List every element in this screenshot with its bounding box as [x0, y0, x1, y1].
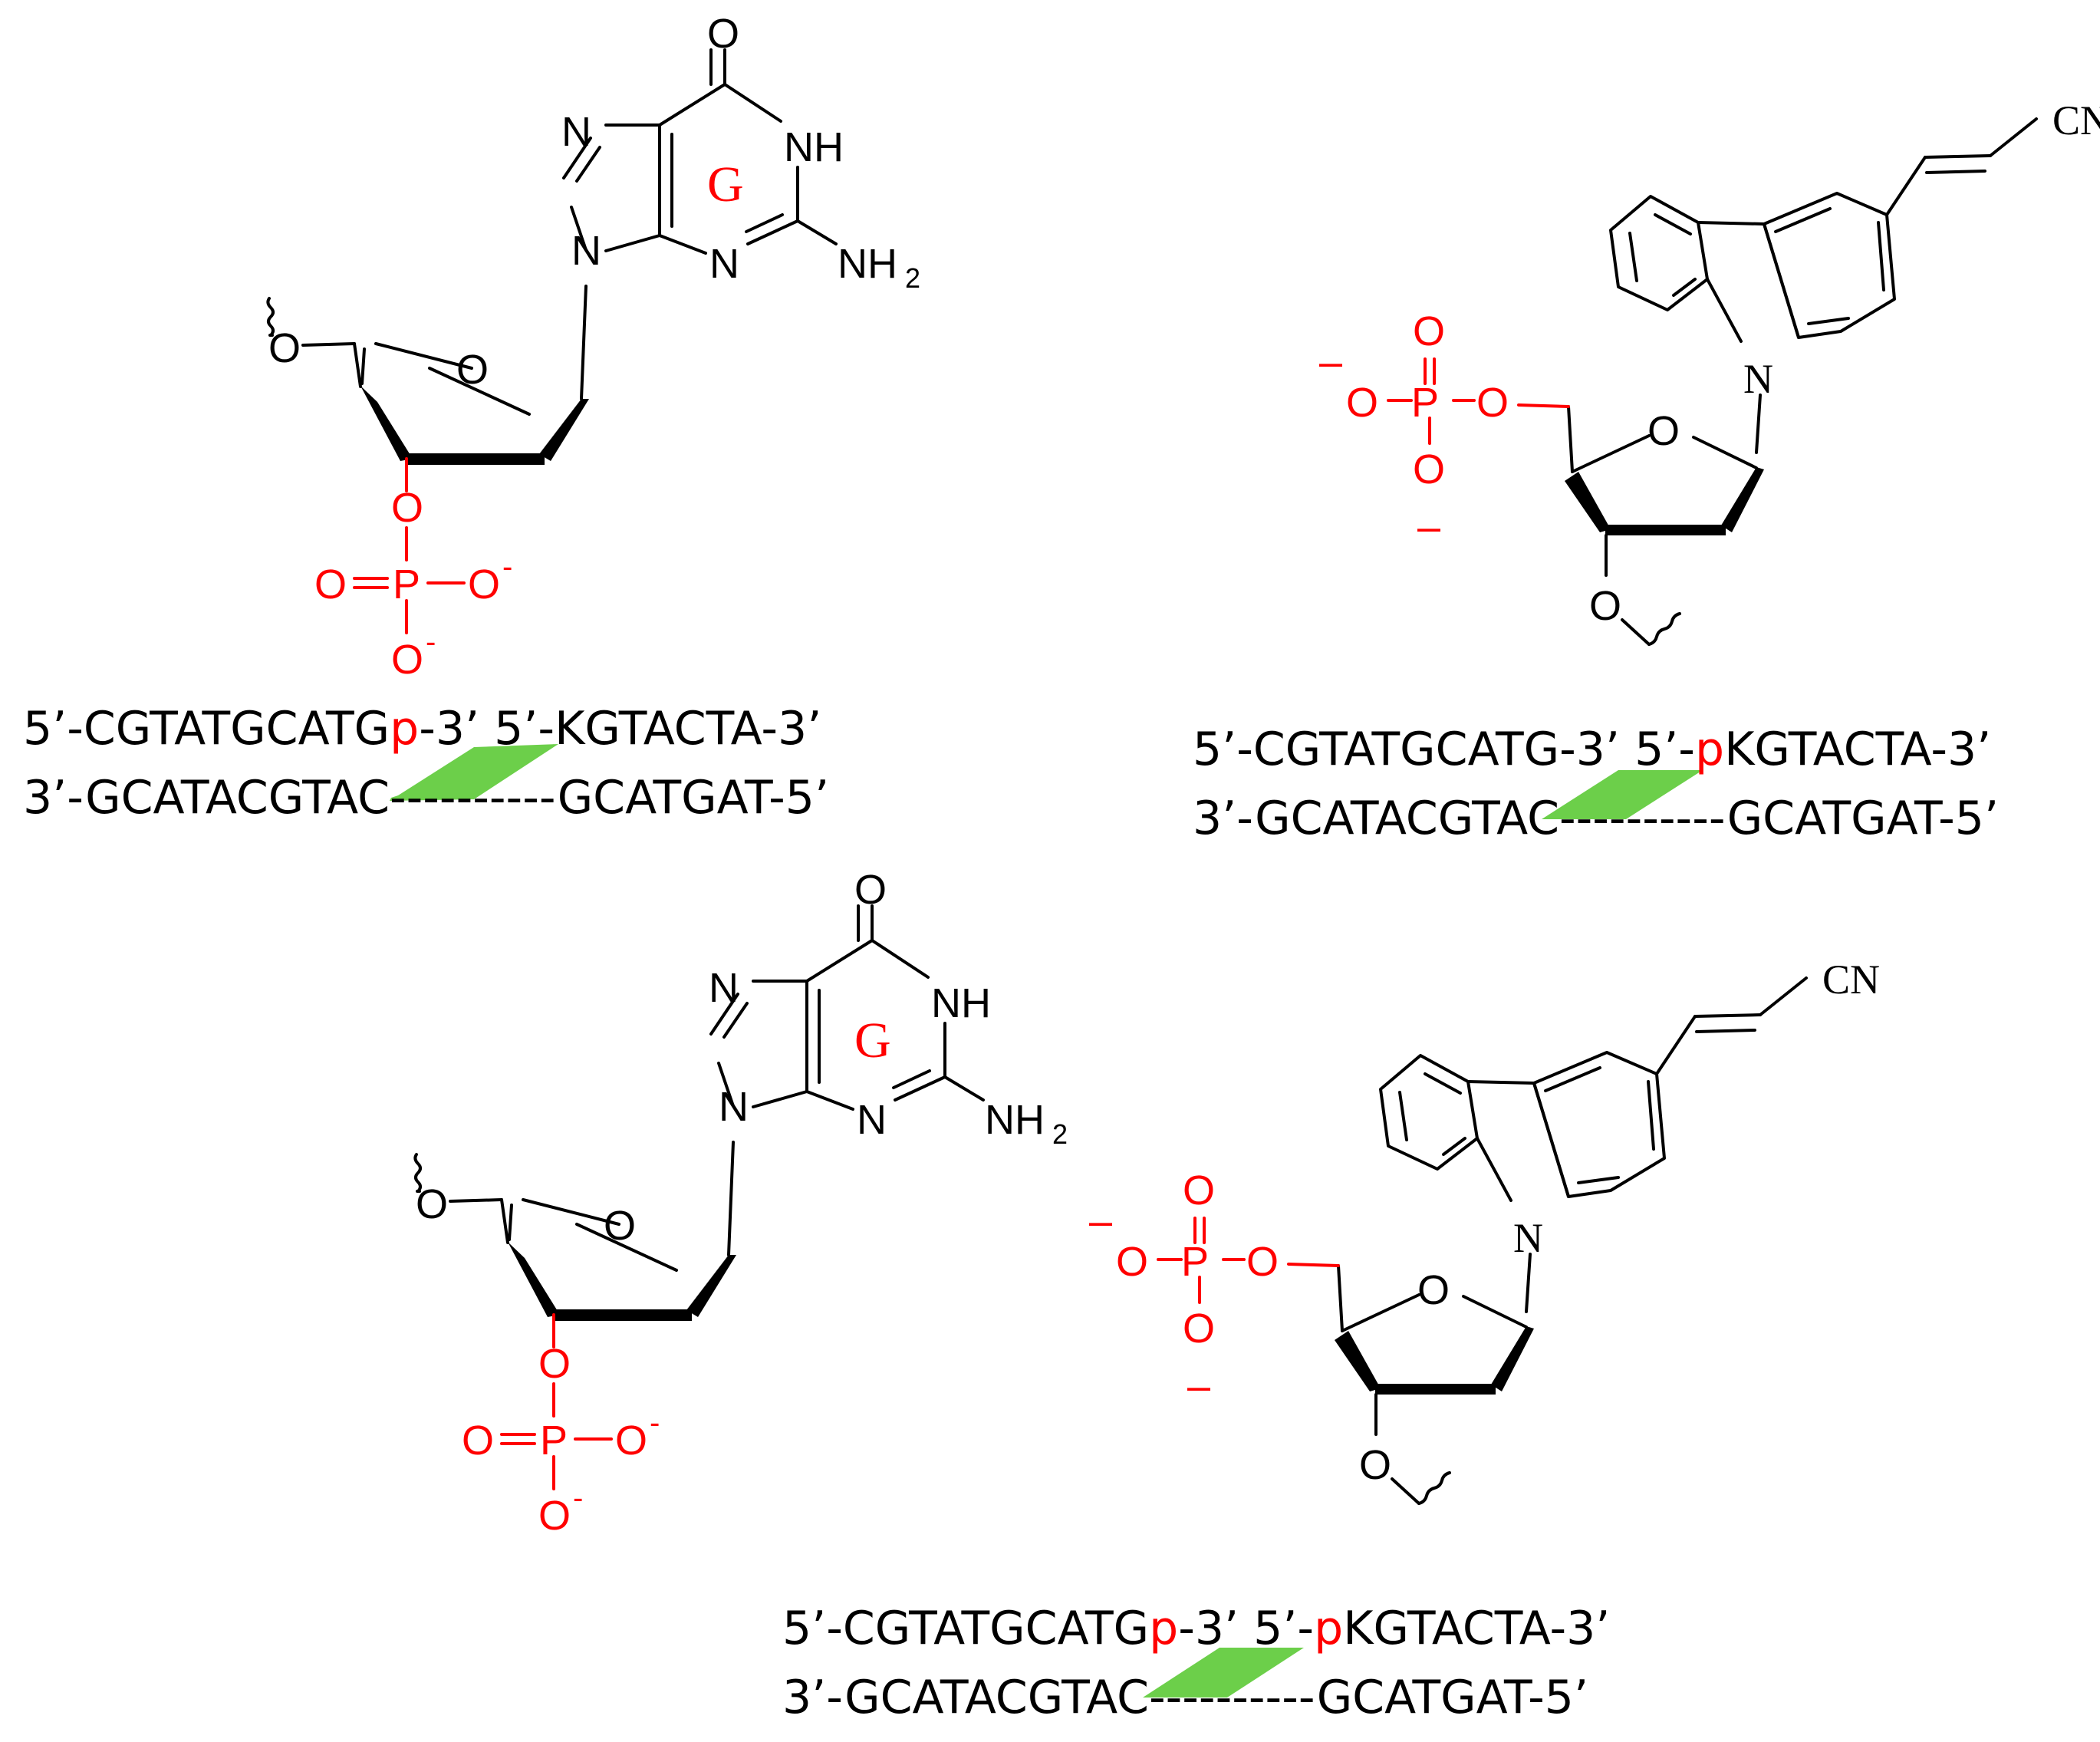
sequence-segment: ---------- [390, 771, 558, 825]
sequence-bottom-strand: 3’-GCATACGTAC----------GCATGAT-5’ [1193, 792, 1999, 845]
sequence-segment: GCATGAT-5’ [1727, 792, 1999, 845]
sequence-segment: ---------- [1149, 1671, 1317, 1724]
sequence-segment: ---------- [1559, 792, 1727, 845]
sequence-segment: KGTACTA-3’ [1343, 1602, 1610, 1655]
template-parallelogram-top-left-body [390, 744, 558, 801]
sequence-segment: 5’-CGTATGCATG [23, 702, 390, 756]
sequence-segment: GCATGAT-5’ [1317, 1671, 1588, 1724]
sequence-segment: 3’-GCATACGTAC [23, 771, 390, 825]
molecule-carbazole-5p-bottom [1088, 955, 1882, 1505]
sequence-segment: -3’ 5’-KGTACTA-3’ [419, 702, 821, 756]
sequence-segment: 3’-GCATACGTAC [1193, 792, 1559, 845]
molecule-carbazole-5p-top [1318, 96, 2100, 646]
duplex-panel-top-left: 5’-CGTATGCATGp-3’ 5’-KGTACTA-3’ 3’-GCATA… [23, 702, 829, 825]
duplex-panel-bottom: 5’-CGTATGCATGp-3’ 5’-pKGTACTA-3’ 3’-GCAT… [782, 1602, 1610, 1724]
duplex-panel-top-right: 5’-CGTATGCATG-3’ 5’-pKGTACTA-3’ 3’-GCATA… [1193, 723, 1999, 845]
phosphate-marker: p [1149, 1602, 1178, 1655]
sequence-segment: GCATGAT-5’ [558, 771, 829, 825]
sequence-bottom-strand: 3’-GCATACGTAC----------GCATGAT-5’ [782, 1671, 1588, 1724]
sequence-top-strand: 5’-CGTATGCATGp-3’ 5’-pKGTACTA-3’ [782, 1602, 1610, 1655]
sequence-segment: 3’-GCATACGTAC [782, 1671, 1149, 1724]
template-parallelogram-bottom [1143, 1648, 1304, 1698]
sequence-segment: 5’-CGTATGCATG [782, 1602, 1149, 1655]
phosphate-marker: p [1314, 1602, 1343, 1655]
sequence-segment: KGTACTA-3’ [1724, 723, 1991, 776]
sequence-bottom-strand: 3’-GCATACGTAC----------GCATGAT-5’ [23, 771, 829, 825]
phosphate-marker: p [1695, 723, 1724, 776]
template-parallelogram-top-right [1542, 770, 1703, 819]
molecule-dg-3p-bottom [413, 865, 1070, 1540]
sequence-segment: -3’ 5’- [1178, 1602, 1314, 1655]
molecule-dg-3p-top [266, 9, 923, 684]
sequence-segment: 5’-CGTATGCATG-3’ 5’- [1193, 723, 1695, 776]
phosphate-marker: p [390, 702, 419, 756]
sequence-top-strand: 5’-CGTATGCATG-3’ 5’-pKGTACTA-3’ [1193, 723, 1991, 776]
sequence-top-strand: 5’-CGTATGCATGp-3’ 5’-KGTACTA-3’ [23, 702, 821, 756]
